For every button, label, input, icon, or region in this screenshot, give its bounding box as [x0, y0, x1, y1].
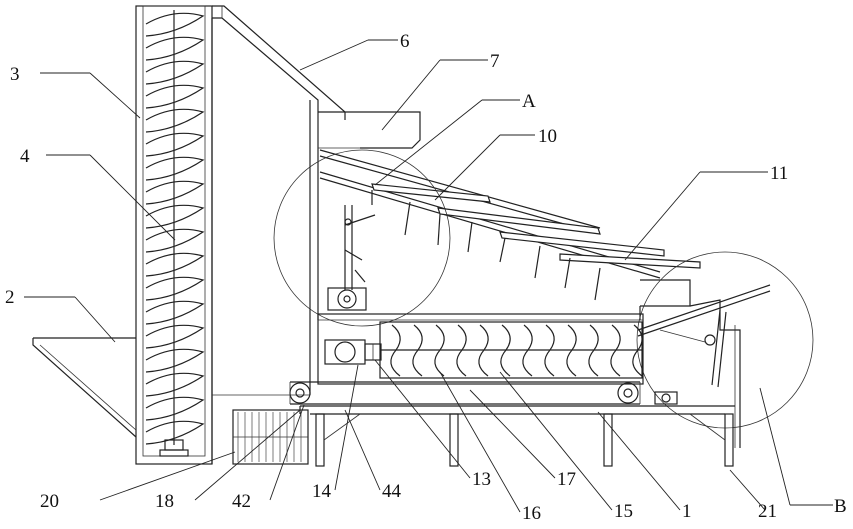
- label-42: 42: [232, 491, 251, 512]
- label-7: 7: [490, 51, 500, 72]
- housing-wall: [212, 18, 318, 464]
- label-10: 10: [538, 126, 557, 147]
- feed-hopper: [33, 338, 136, 437]
- label-15: 15: [614, 501, 633, 522]
- drive-motor: [325, 340, 381, 364]
- top-chute: [212, 6, 345, 120]
- label-a: A: [522, 91, 536, 112]
- label-1: 1: [682, 501, 692, 522]
- label-20: 20: [40, 491, 59, 512]
- vibration-motor: [328, 288, 366, 310]
- label-17: 17: [557, 469, 576, 490]
- label-14: 14: [312, 481, 332, 502]
- outlet-deflector: [638, 285, 770, 387]
- inclined-screen-upper: [320, 150, 600, 234]
- detail-circle-a: [274, 150, 450, 326]
- label-18: 18: [155, 491, 174, 512]
- label-6: 6: [400, 31, 410, 52]
- part-labels: 3 4 2 6 7 A 10 11 20 18 42 14 44 13 16 1…: [5, 31, 847, 524]
- label-16: 16: [522, 503, 541, 524]
- label-b: B: [834, 496, 847, 517]
- leader-lines: [24, 40, 833, 512]
- label-21: 21: [758, 501, 777, 522]
- label-13: 13: [472, 469, 491, 490]
- feed-box: [318, 112, 420, 148]
- label-11: 11: [770, 163, 788, 184]
- label-4: 4: [20, 146, 30, 167]
- screen-plates: [372, 184, 700, 268]
- collection-box: [233, 410, 308, 464]
- label-3: 3: [10, 64, 20, 85]
- label-2: 2: [5, 287, 15, 308]
- conveyor-belt: [290, 382, 640, 404]
- label-44: 44: [382, 481, 402, 502]
- vibration-linkage: [345, 205, 375, 290]
